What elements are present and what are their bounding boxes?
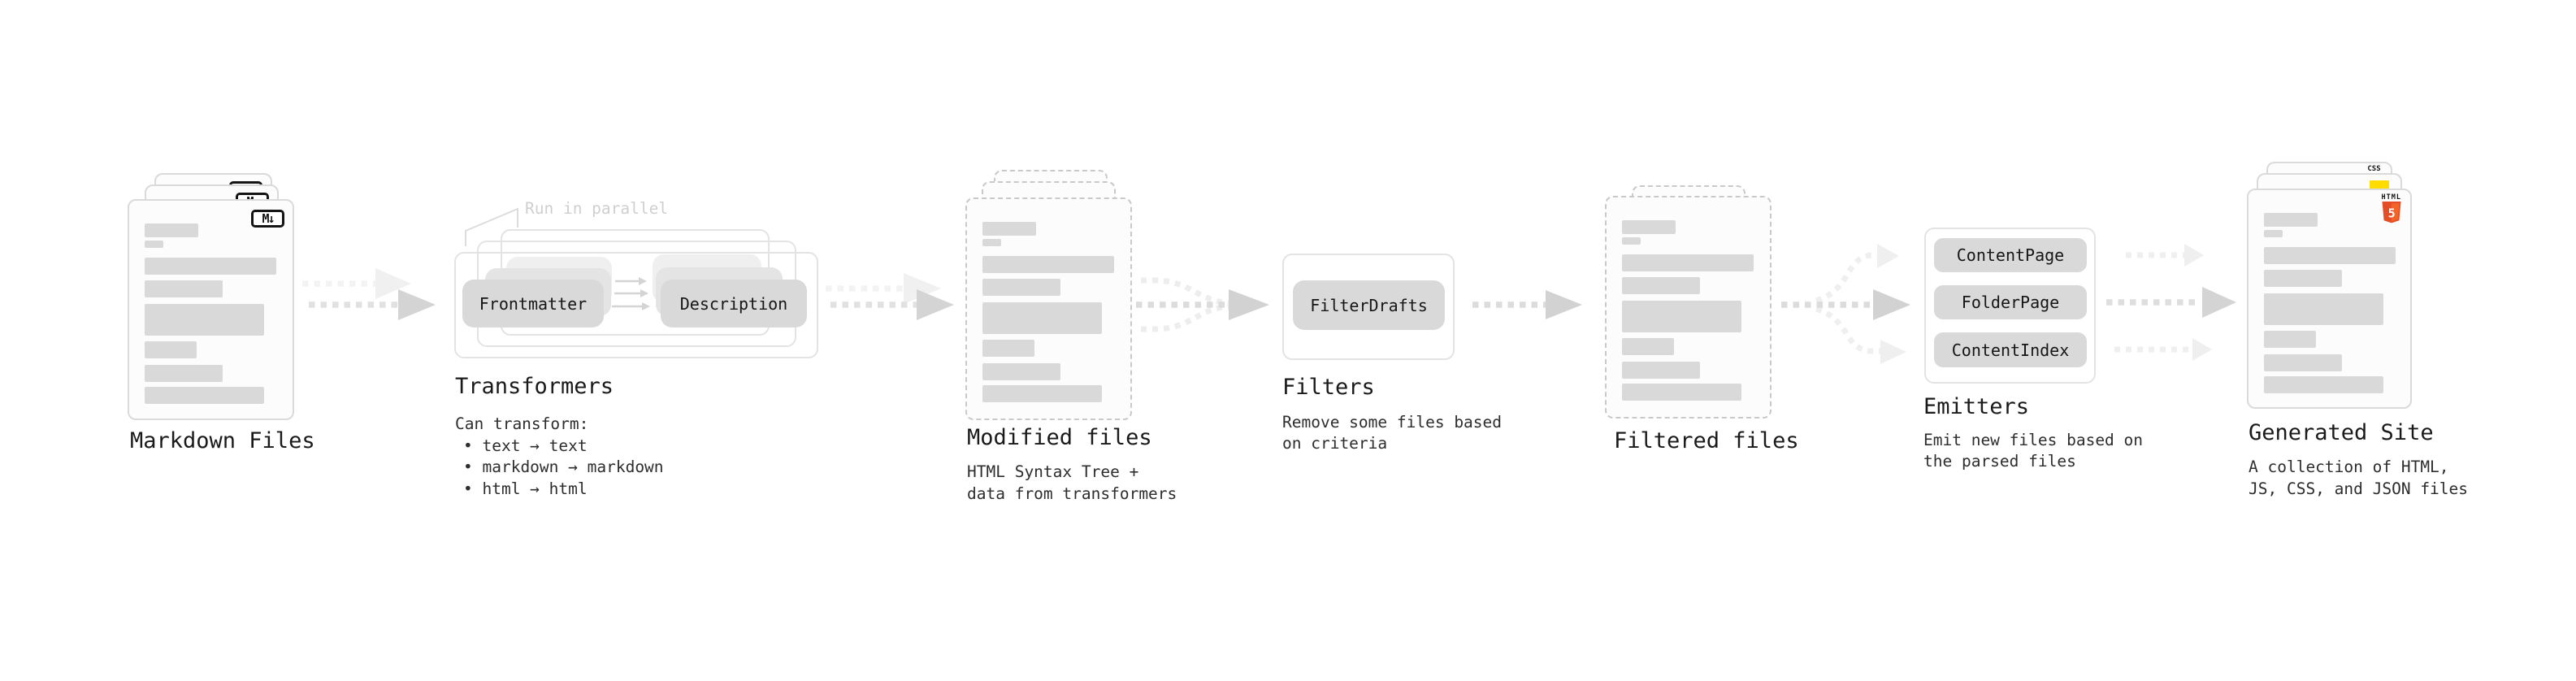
markdown-icon: M↓ <box>251 210 284 228</box>
transformer-box-front <box>454 252 818 358</box>
html5-shield: 5 <box>2382 202 2401 223</box>
placeholder-bar <box>2264 270 2342 287</box>
emitters-desc: the parsed files <box>1923 452 2076 471</box>
modified-files-title: Modified files <box>967 425 1152 450</box>
modified-files-desc: data from transformers <box>967 484 1177 503</box>
placeholder-bar <box>145 387 264 404</box>
emitters-desc: Emit new files based on <box>1923 431 2144 449</box>
filters-desc: Remove some files based <box>1282 413 1503 432</box>
modified-file-card-front <box>965 197 1132 420</box>
placeholder-bar <box>982 222 1036 236</box>
placeholder-bar <box>1622 220 1676 234</box>
folderpage-pill: FolderPage <box>1934 285 2087 319</box>
contentindex-pill: ContentIndex <box>1934 332 2087 367</box>
placeholder-bar <box>145 223 198 237</box>
filterdrafts-pill: FilterDrafts <box>1293 280 1445 330</box>
placeholder-bar <box>1622 384 1741 401</box>
placeholder-bar <box>982 363 1060 380</box>
arrow-filtered-to-emitters-diverge <box>1781 244 1910 364</box>
placeholder-bar <box>145 258 276 275</box>
filters-desc: on criteria <box>1282 434 1388 453</box>
generated-html-card: HTML 5 <box>2247 189 2412 409</box>
placeholder-bar <box>2264 247 2396 264</box>
placeholder-bar <box>2264 293 2383 325</box>
transformers-desc-bullet: • html → html <box>463 479 588 498</box>
description-pill: Description <box>661 280 807 327</box>
placeholder-bar <box>982 302 1102 334</box>
arrow-modified-to-filters-converge <box>1136 277 1269 332</box>
filters-title: Filters <box>1282 375 1375 400</box>
placeholder-bar <box>982 340 1034 357</box>
placeholder-bar <box>145 280 223 297</box>
transformers-desc-bullet: • text → text <box>463 436 588 455</box>
markdown-files-title: Markdown Files <box>130 428 315 453</box>
placeholder-bar <box>1622 362 1700 379</box>
contentpage-pill: ContentPage <box>1934 238 2087 272</box>
placeholder-bar <box>145 241 163 248</box>
placeholder-bar <box>1622 237 1641 245</box>
placeholder-bar <box>2264 376 2383 393</box>
arrow-emitters-to-generated <box>2106 244 2236 361</box>
arrow-markdown-to-transformers <box>302 268 436 320</box>
arrow-transformers-to-modified <box>826 273 954 320</box>
emitters-title: Emitters <box>1923 394 2030 419</box>
html5-icon-word: HTML <box>2381 193 2401 202</box>
placeholder-bar <box>1622 254 1754 271</box>
generated-site-desc: A collection of HTML, <box>2249 458 2449 476</box>
filtered-files-title: Filtered files <box>1614 428 1799 453</box>
filtered-file-card-front <box>1605 196 1772 419</box>
transformers-title: Transformers <box>455 374 614 399</box>
placeholder-bar <box>2264 354 2342 371</box>
placeholder-bar <box>1622 277 1700 294</box>
html5-icon: HTML 5 <box>2382 194 2401 223</box>
placeholder-bar <box>1622 338 1674 355</box>
markdown-file-card-front: M↓ <box>128 199 294 420</box>
generated-site-title: Generated Site <box>2249 420 2434 445</box>
placeholder-bar <box>1622 301 1741 332</box>
filters-box <box>1282 254 1455 360</box>
placeholder-bar <box>982 279 1060 296</box>
placeholder-bar <box>982 385 1102 402</box>
css-icon-label: CSS <box>2367 165 2381 173</box>
placeholder-bar <box>145 304 264 336</box>
generated-site-desc: JS, CSS, and JSON files <box>2249 479 2469 498</box>
placeholder-bar <box>2264 213 2318 227</box>
placeholder-bar <box>145 365 223 382</box>
run-in-parallel-note: Run in parallel <box>525 199 669 218</box>
placeholder-bar <box>145 341 197 358</box>
placeholder-bar <box>2264 230 2283 237</box>
transformers-desc-bullet: • markdown → markdown <box>463 458 664 476</box>
placeholder-bar <box>2264 331 2316 348</box>
modified-files-desc: HTML Syntax Tree + <box>967 462 1139 481</box>
svg-text:5: 5 <box>2387 206 2395 221</box>
placeholder-bar <box>982 239 1001 246</box>
emitters-box <box>1924 228 2096 384</box>
frontmatter-pill: Frontmatter <box>462 280 604 327</box>
arrow-filters-to-filtered <box>1472 290 1582 319</box>
transformers-desc-line: Can transform: <box>455 414 589 433</box>
placeholder-bar <box>982 256 1114 273</box>
